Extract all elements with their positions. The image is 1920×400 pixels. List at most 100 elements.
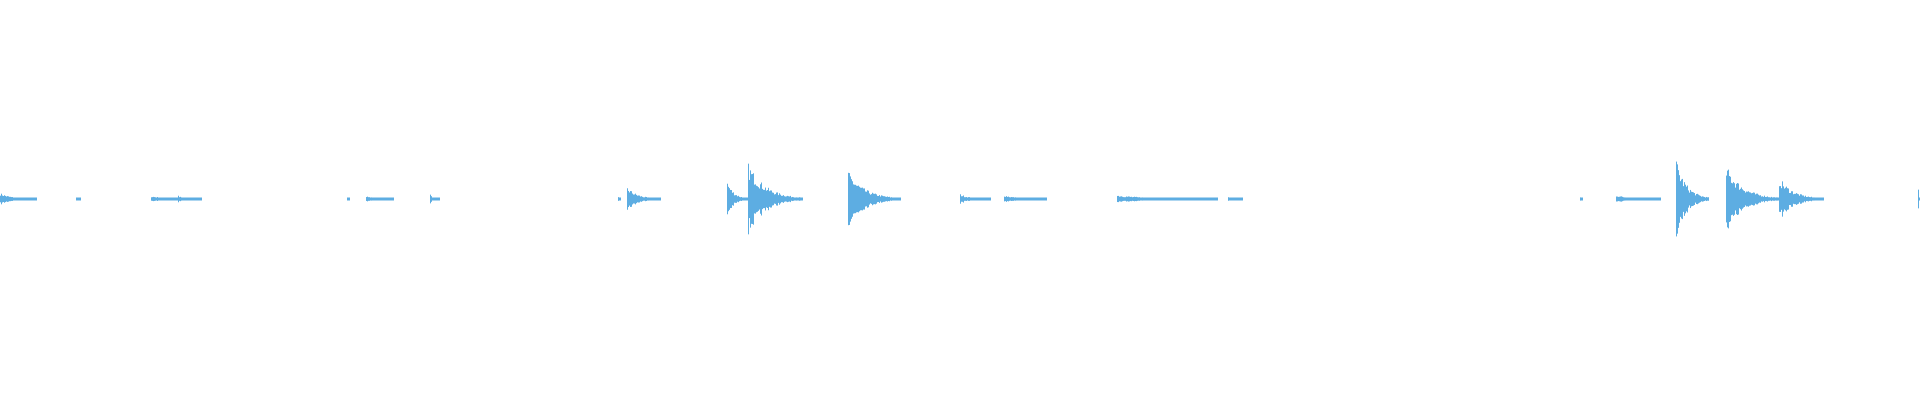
waveform-column — [768, 187, 769, 211]
waveform-column — [1655, 197, 1656, 201]
waveform-column — [1703, 196, 1704, 202]
waveform-column — [28, 197, 29, 201]
waveform-column — [1012, 197, 1013, 201]
waveform-column — [1618, 196, 1619, 202]
waveform-column — [620, 197, 621, 201]
waveform-column — [1812, 197, 1813, 201]
waveform-column — [980, 197, 981, 201]
waveform-column — [1186, 197, 1187, 201]
waveform-column — [1018, 197, 1019, 201]
waveform-column — [8, 196, 9, 202]
waveform-column — [1684, 182, 1685, 216]
waveform-column — [733, 192, 734, 206]
waveform-column — [1750, 192, 1751, 206]
waveform-column — [964, 197, 965, 201]
waveform-column — [368, 197, 369, 201]
waveform-column — [184, 197, 185, 201]
waveform-column — [76, 197, 77, 201]
waveform-column — [1023, 197, 1024, 201]
waveform-column — [1676, 161, 1677, 237]
waveform-column — [1808, 196, 1809, 202]
waveform-column — [738, 195, 739, 203]
waveform-column — [4, 195, 5, 203]
waveform-column — [1213, 197, 1214, 201]
waveform-column — [851, 179, 852, 219]
waveform-column — [966, 197, 967, 201]
waveform-column — [1187, 197, 1188, 201]
waveform-column — [1147, 197, 1148, 201]
waveform-column — [1168, 197, 1169, 201]
waveform-column — [1032, 197, 1033, 201]
waveform-column — [1741, 187, 1742, 211]
waveform-column — [1736, 183, 1737, 215]
waveform-column — [773, 192, 774, 206]
waveform-column — [639, 195, 640, 203]
waveform-column — [1132, 197, 1133, 201]
waveform-column — [377, 197, 378, 201]
waveform-column — [1, 193, 2, 205]
waveform-column — [5, 195, 6, 203]
waveform-column — [744, 197, 745, 201]
waveform-column — [1777, 197, 1778, 201]
waveform-column — [1177, 197, 1178, 201]
waveform-column — [989, 197, 990, 201]
waveform-column — [1229, 197, 1230, 201]
waveform-column — [1144, 197, 1145, 201]
waveform-column — [1617, 196, 1618, 202]
waveform-column — [1619, 196, 1620, 202]
waveform-column — [1199, 197, 1200, 201]
waveform-column — [1630, 197, 1631, 201]
waveform-column — [1007, 196, 1008, 202]
waveform-column — [1628, 197, 1629, 201]
waveform-column — [860, 187, 861, 211]
waveform-column — [1234, 197, 1235, 201]
waveform-column — [854, 184, 855, 214]
waveform-column — [984, 197, 985, 201]
waveform-column — [25, 197, 26, 201]
waveform-column — [1730, 176, 1731, 222]
waveform-column — [766, 190, 767, 208]
waveform-column — [26, 197, 27, 201]
waveform-column — [1146, 197, 1147, 201]
waveform-column — [756, 185, 757, 213]
waveform-column — [1761, 196, 1762, 202]
waveform-column — [1729, 176, 1730, 222]
waveform-column — [1787, 188, 1788, 210]
waveform-column — [801, 197, 802, 201]
waveform-column — [15, 197, 16, 201]
waveform-column — [1212, 197, 1213, 201]
waveform-column — [732, 192, 733, 206]
waveform-column — [6, 196, 7, 202]
waveform-column — [1155, 197, 1156, 201]
waveform-column — [745, 197, 746, 201]
waveform-column — [369, 197, 370, 201]
waveform-column — [1174, 197, 1175, 201]
waveform-column — [1004, 196, 1005, 202]
waveform-column — [1133, 197, 1134, 201]
waveform-column — [439, 197, 440, 201]
waveform-column — [1117, 195, 1118, 203]
waveform-column — [1181, 197, 1182, 201]
waveform-column — [77, 197, 78, 201]
waveform-column — [177, 197, 178, 201]
waveform-column — [1765, 196, 1766, 202]
waveform-column — [367, 196, 368, 202]
waveform-column — [1241, 197, 1242, 201]
waveform-column — [1235, 197, 1236, 201]
waveform-column — [1654, 197, 1655, 201]
waveform-column — [1038, 197, 1039, 201]
waveform-column — [1166, 197, 1167, 201]
waveform-column — [1165, 197, 1166, 201]
waveform-column — [79, 197, 80, 201]
waveform-column — [968, 197, 969, 201]
waveform-column — [859, 186, 860, 212]
waveform-column — [1176, 197, 1177, 201]
waveform-column — [863, 188, 864, 210]
waveform-column — [1685, 184, 1686, 214]
waveform-column — [1658, 197, 1659, 201]
waveform-column — [781, 195, 782, 203]
waveform-column — [963, 195, 964, 203]
waveform-column — [1624, 197, 1625, 201]
waveform-column — [866, 191, 867, 207]
waveform-column — [21, 197, 22, 201]
